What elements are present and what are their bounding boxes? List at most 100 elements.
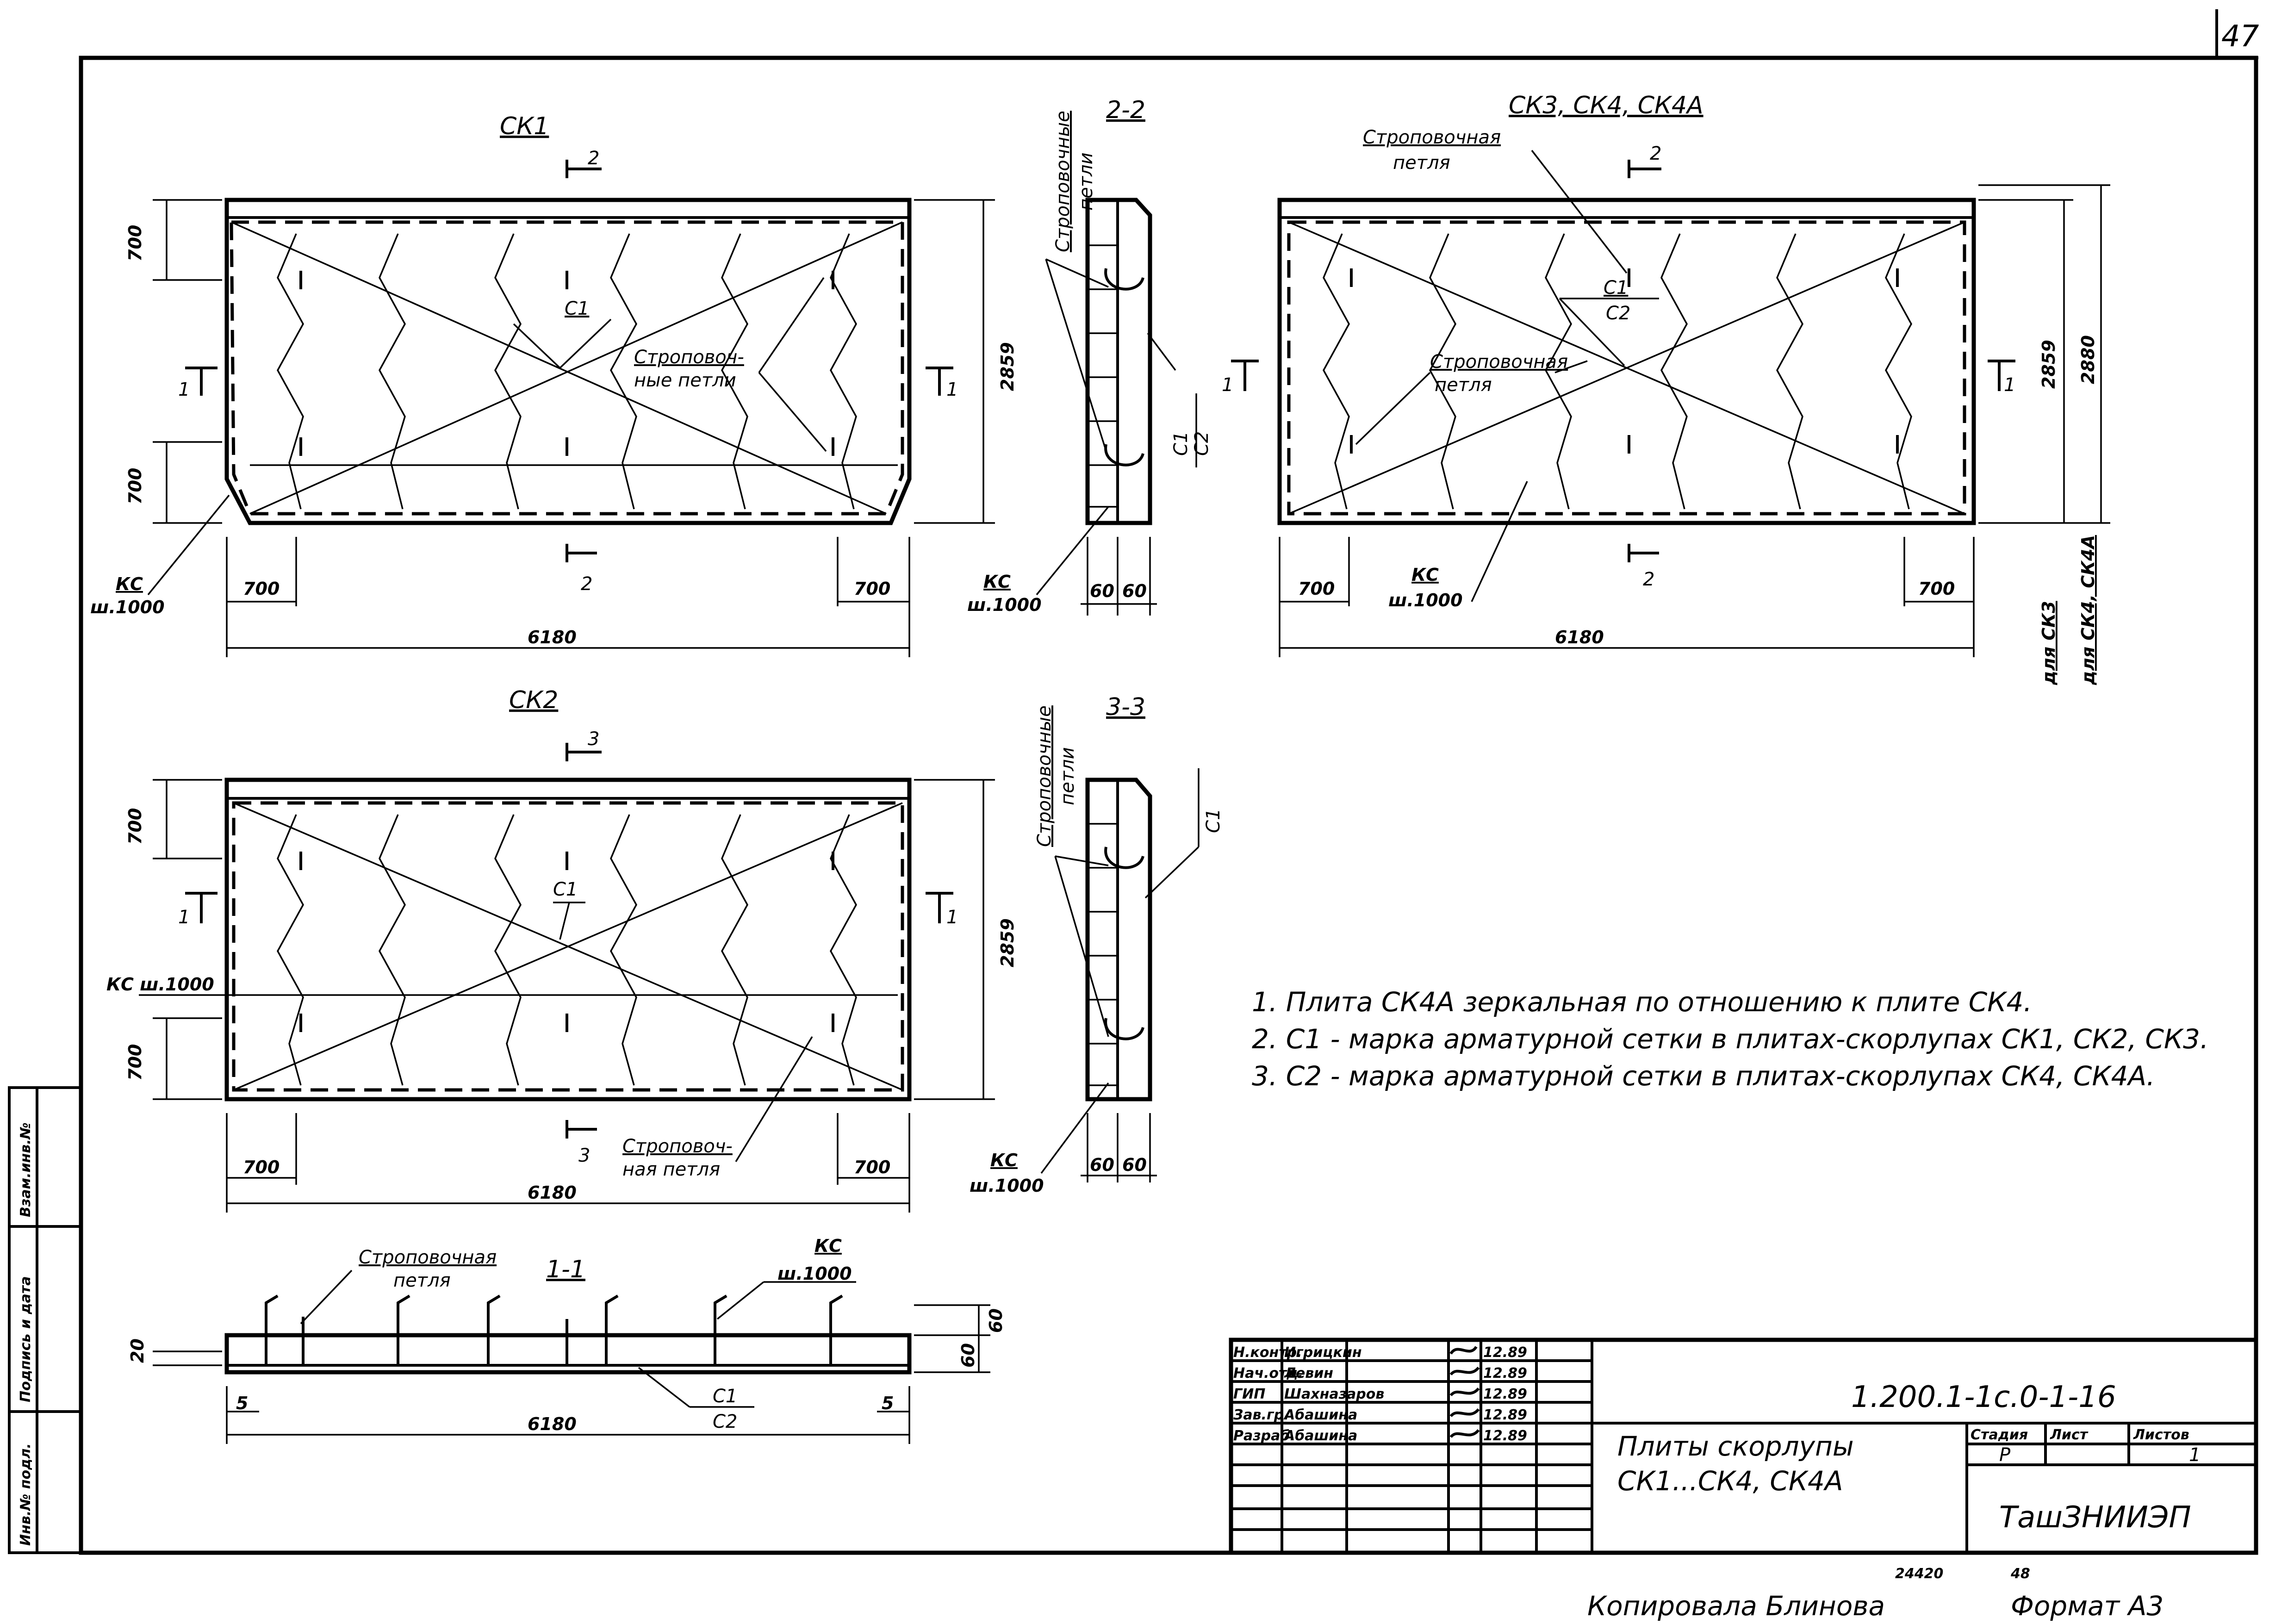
s33-kc: КС [990,1150,1018,1170]
tb-name-0: Игрицкин [1284,1344,1362,1361]
ck2-edge-right: 700 [854,1157,890,1177]
ck3-sec1-left: 1 [1222,374,1233,396]
stamp-replace: Взам.инв.№ [18,1122,34,1217]
s33-loops2: петли [1057,747,1078,805]
ck3-mesh-a: С1 [1604,277,1628,299]
ck1-loops2: ные петли [634,370,736,391]
tb-name-4: Абашина [1283,1428,1357,1444]
ck2-edge-bottom: 700 [125,1044,145,1081]
ck3-kc-step: ш.1000 [1388,590,1463,610]
ck1-edge-left: 700 [243,579,280,599]
ck3-for-a: для СК3 [2039,601,2059,685]
tb-role-2: ГИП [1233,1386,1265,1402]
ck3-loop-mid2: петля [1435,374,1492,396]
ck1-height: 2859 [997,342,1018,391]
tb-role-1: Нач.отд. [1233,1365,1303,1381]
s33-kc-step: ш.1000 [970,1176,1044,1196]
page-number: 47 [2221,19,2259,54]
copy-credit: Копировала Блинова [1587,1590,1885,1622]
tb-stage: Р [1999,1444,2011,1466]
tb-stage-h: Стадия [1971,1427,2028,1443]
signatures [1449,1346,1480,1438]
s33-mesh: С1 [1203,809,1224,833]
s11-edge-left: 5 [236,1393,248,1413]
tb-name-3: Абашина [1283,1407,1357,1423]
ck3-loop-mid: Строповочная [1430,351,1568,373]
tb-date-1: 12.89 [1483,1365,1527,1381]
s11-kc: КС [814,1236,842,1256]
ck1-title: СК1 [500,112,549,140]
ck2-sec1-left: 1 [178,907,190,928]
ck3-title: СК3, СК4, СК4А [1509,92,1703,119]
ck2-sec1-right: 1 [946,907,958,928]
tb-sheets: 1 [2189,1444,2201,1466]
view-ck1: СК1 700 700 2859 700 700 6180 2 2 [90,112,1018,657]
ck1-sec1-right: 1 [946,379,958,400]
s22-d2: 60 [1122,581,1147,601]
ck2-kc: КС ш.1000 [106,974,214,995]
note-1: 1. Плита СК4А зеркальная по отношению к … [1252,986,2032,1018]
s22-title: 2-2 [1106,96,1145,124]
ck1-kc-step: ш.1000 [90,597,165,617]
s11-mesh-b: С2 [713,1411,737,1432]
tb-role-3: Зав.гр. [1233,1407,1289,1423]
tb-date-2: 12.89 [1483,1386,1527,1402]
tb-role-0: Н.контр. [1233,1344,1302,1361]
ck3-sec2-top: 2 [1650,143,1661,164]
page-number-box: 47 [2215,9,2259,59]
s11-width: 6180 [528,1414,577,1434]
s11-title: 1-1 [546,1256,585,1283]
s22-loops2: петли [1076,152,1097,211]
view-section-2-2: 2-2 Строповочные петли С1 С2 КС ш.1000 6… [967,96,1212,616]
ck1-edge-bottom: 700 [125,468,145,504]
ck3-sec1-right: 1 [2004,374,2015,396]
note-2: 2. С1 - марка арматурной сетки в плитах-… [1252,1023,2208,1055]
ck3-height-a: 2859 [2039,340,2059,389]
drawing-frame [79,56,2258,1555]
ck1-sec2-bot: 2 [581,573,592,595]
tb-name-l2: СК1...СК4, СК4А [1617,1465,1843,1497]
view-ck2: СК2 700 700 2859 700 700 6180 3 3 [106,686,1018,1213]
ck3-mesh-b: С2 [1606,303,1630,324]
tb-org: ТашЗНИИЭП [1999,1500,2191,1535]
s22-mesh-a: С1 [1170,431,1192,456]
s22-mesh-b: С2 [1191,431,1212,456]
s11-h-slab: 20 [127,1338,148,1363]
tb-name-l1: Плиты скорлупы [1617,1431,1854,1462]
s11-kc-step: ш.1000 [777,1263,852,1284]
ck3-loop-top: Строповочная [1363,127,1501,148]
ck3-edge-right: 700 [1918,579,1955,599]
view-ck3-ck4: СК3, СК4, СК4А 2859 2880 для СК3 для СК4… [1222,92,2110,685]
stamp-sign: Подпись и дата [18,1276,34,1402]
s11-loop2: петля [393,1270,451,1291]
ck2-width: 6180 [528,1182,577,1203]
ck1-width: 6180 [528,627,577,647]
ck3-for-b: для СК4, СК4А [2078,535,2098,685]
side-stamp: Инв.№ подл. Подпись и дата Взам.инв.№ [8,1086,82,1554]
view-section-1-1: 1-1 Строповочная петля КС ш.1000 С1 С2 5… [127,1236,1006,1444]
s33-title: 3-3 [1106,693,1145,721]
s22-kc: КС [983,572,1011,592]
s11-h-rib: 60 [986,1308,1006,1333]
ck3-loop-top2: петля [1393,152,1450,174]
tb-name-1: Левин [1284,1365,1333,1381]
s11-loop: Строповочная [359,1247,497,1268]
view-section-3-3: 3-3 Строповочные петли С1 КС ш.1000 60 6… [970,693,1224,1196]
s11-edge-right: 5 [882,1393,894,1413]
ck3-kc: КС [1411,565,1439,585]
ck3-edge-left: 700 [1298,579,1335,599]
ck2-loop: Строповоч- [622,1136,733,1157]
s11-h-total: 60 [958,1343,978,1368]
title-block: Н.контр. Игрицкин 12.89 Нач.отд. Левин 1… [1229,1338,2258,1555]
ck2-edge-top: 700 [125,808,145,845]
ck1-edge-right: 700 [854,579,890,599]
ck1-sec1-left: 1 [178,379,190,400]
s33-d2: 60 [1122,1155,1147,1175]
s22-d1: 60 [1090,581,1114,601]
notes: 1. Плита СК4А зеркальная по отношению к … [1252,986,2208,1092]
ck2-title: СК2 [509,686,558,714]
ck2-sec3-bot: 3 [578,1145,590,1166]
ck3-height-b: 2880 [2078,335,2098,384]
s22-kc-step: ш.1000 [967,595,1042,615]
